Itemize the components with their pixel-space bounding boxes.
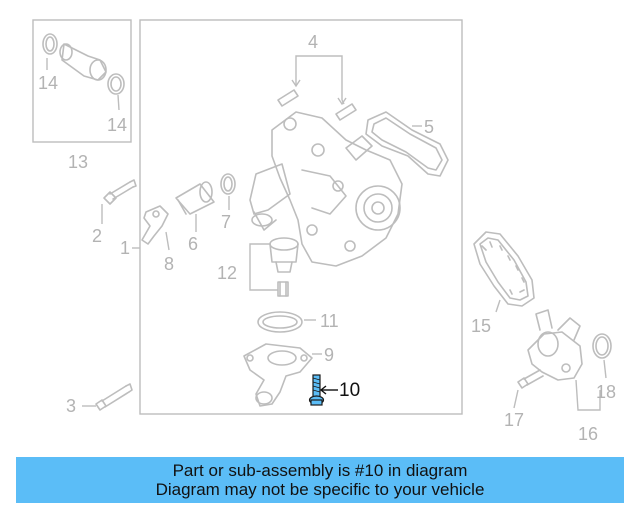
o-ring-14-upper (42, 33, 58, 55)
callout-13: 13 (68, 152, 88, 172)
sensor-6 (175, 181, 215, 215)
callout-1: 1 (120, 238, 130, 258)
banner-line-2: Diagram may not be specific to your vehi… (155, 480, 485, 499)
callout-17: 17 (504, 410, 524, 430)
o-ring-7 (220, 173, 236, 195)
info-banner: Part or sub-assembly is #10 in diagram D… (16, 457, 624, 503)
leader-8 (165, 231, 170, 251)
callout-6: 6 (188, 234, 198, 254)
callout-15: 15 (471, 316, 491, 336)
leader-16 (575, 379, 601, 411)
o-ring-18 (592, 333, 612, 359)
thermostat-cover-9 (243, 343, 313, 407)
leader-4 (295, 55, 345, 105)
bolt-10-highlighted[interactable] (308, 374, 325, 406)
callout-2: 2 (92, 226, 102, 246)
callout-8: 8 (164, 254, 174, 274)
leader-10-arrow (319, 385, 327, 395)
callout-14-lower: 14 (107, 115, 127, 135)
water-pump-housing (249, 111, 403, 267)
callout-10[interactable]: 10 (339, 380, 360, 401)
gasket-5 (365, 111, 449, 177)
main-assembly-frame (139, 19, 463, 415)
leader-15 (495, 299, 501, 313)
pump-housing-16 (527, 309, 583, 381)
bolt-3 (95, 383, 133, 411)
dowel-pin-4b (335, 103, 357, 121)
bracket-8 (141, 205, 169, 245)
callout-11: 11 (320, 311, 339, 331)
bolt-2 (103, 179, 137, 205)
leader-4-arrows (291, 79, 347, 106)
leader-18 (603, 359, 607, 379)
callout-16: 16 (578, 424, 598, 444)
callout-9: 9 (324, 345, 334, 365)
o-ring-11 (257, 311, 303, 333)
leader-14b (117, 94, 120, 111)
callout-3: 3 (66, 396, 76, 416)
o-ring-14-lower (107, 73, 125, 95)
dowel-pin-4a (277, 89, 299, 107)
drive-belt-15 (473, 231, 535, 307)
callout-14-upper: 14 (38, 73, 58, 93)
thermostat-12 (269, 237, 299, 297)
callout-5: 5 (424, 117, 434, 137)
sub-assembly-13-frame (32, 19, 132, 143)
callout-12: 12 (217, 263, 237, 283)
callout-4: 4 (308, 32, 318, 52)
callout-7: 7 (221, 212, 231, 232)
leader-17 (513, 389, 519, 409)
parts-diagram: 14 14 13 2 3 1 8 6 7 (32, 19, 616, 444)
connector-hose (59, 43, 107, 81)
leader-12 (249, 243, 278, 291)
banner-line-1: Part or sub-assembly is #10 in diagram (172, 461, 468, 480)
callout-18: 18 (596, 382, 616, 402)
bolt-17 (517, 369, 544, 389)
